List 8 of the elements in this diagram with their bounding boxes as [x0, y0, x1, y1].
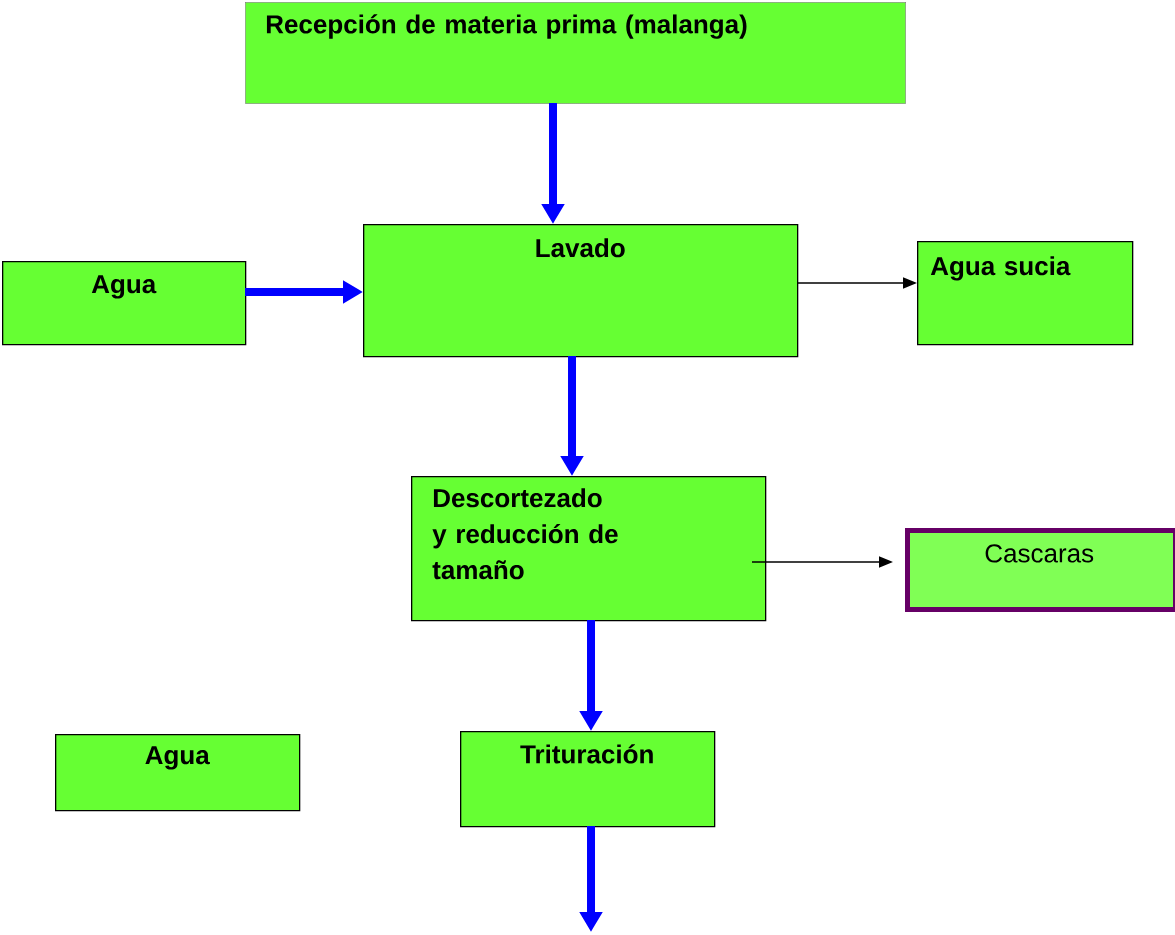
process-box: Recepción de materia prima (malanga) — [245, 2, 906, 104]
process-box: Agua — [55, 734, 301, 812]
process-box: Agua — [2, 261, 247, 346]
process-box: Cascaras — [905, 528, 1175, 612]
process-box: Lavado — [363, 224, 799, 358]
process-box: Agua sucia — [917, 241, 1134, 346]
process-box: Trituración — [460, 731, 716, 828]
process-box: Descortezado y reducción de tamaño — [411, 476, 767, 622]
